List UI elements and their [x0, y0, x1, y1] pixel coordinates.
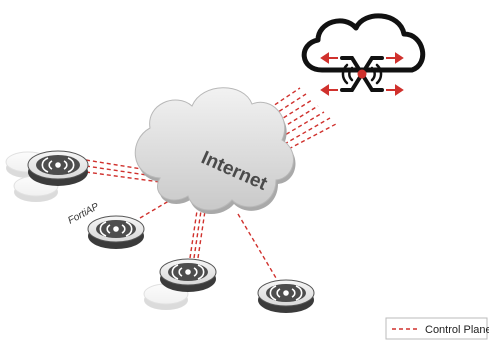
legend: Control Plane [385, 317, 489, 340]
cloud-controller-icon [301, 13, 426, 96]
wifi-access-point-icon [257, 279, 315, 313]
link-ap1 [85, 171, 161, 183]
wifi-access-point-icon [87, 215, 145, 249]
link-internet-controller [255, 111, 325, 153]
link-ap3 [189, 203, 199, 259]
link-ap4 [237, 213, 277, 279]
internet-cloud: Internet [134, 87, 296, 215]
wifi-access-point-icon [27, 150, 89, 186]
link-ap1 [85, 165, 161, 178]
wifi-access-point-icon [159, 258, 217, 292]
legend-label: Control Plane [425, 324, 489, 336]
link-ap1 [85, 159, 161, 173]
link-ap3 [193, 203, 203, 259]
